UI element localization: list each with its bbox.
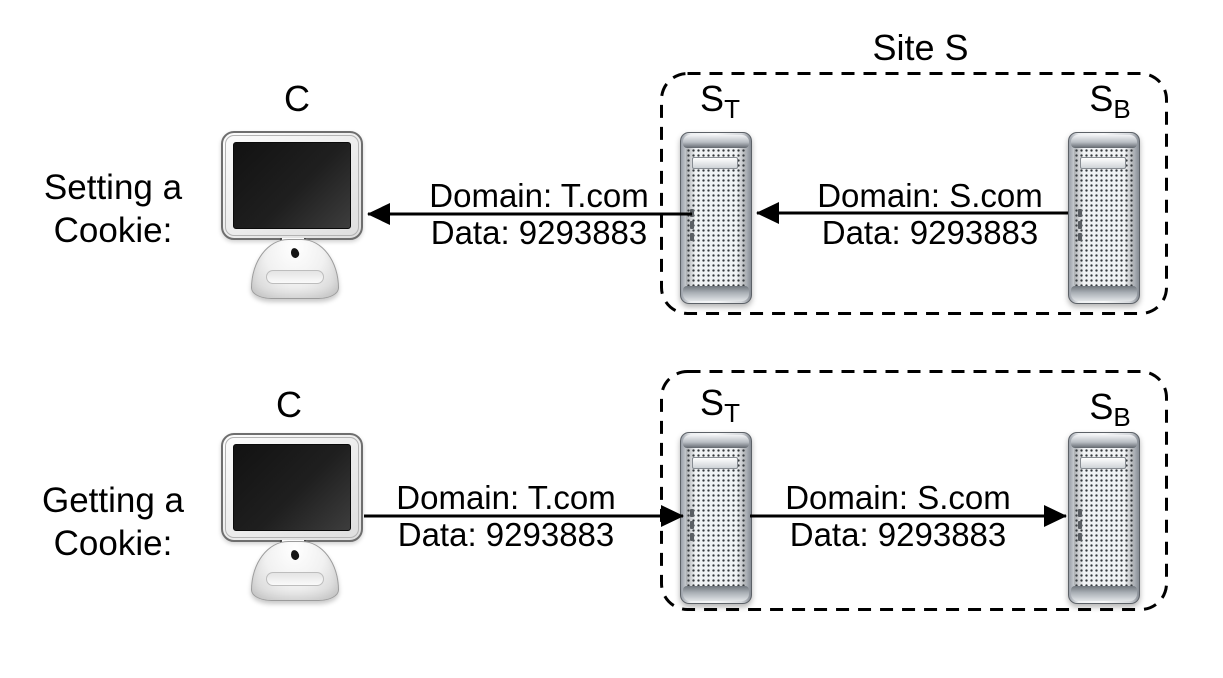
- server-bottom-foot: [1071, 586, 1137, 601]
- server-drive-slot: [1080, 457, 1126, 469]
- apple-logo-icon: [289, 247, 301, 259]
- row-label-line2: Cookie:: [53, 524, 173, 563]
- drive-slot: [266, 270, 324, 284]
- message-domain: Domain: T.com: [429, 177, 649, 214]
- server-drive-slot: [1080, 157, 1126, 169]
- message-client-to-st: Domain: T.com Data: 9293883: [376, 479, 636, 553]
- server-top-handle: [1071, 435, 1137, 448]
- server-bottom-foot: [683, 286, 749, 301]
- client-computer-icon: [221, 129, 367, 301]
- server-t-label: ST: [700, 382, 740, 428]
- message-st-to-sb: Domain: S.com Data: 9293883: [768, 479, 1028, 553]
- server-t-tower-icon: [680, 132, 752, 304]
- message-domain: Domain: T.com: [396, 479, 616, 516]
- server-bottom-foot: [1071, 286, 1137, 301]
- client-computer-icon: [221, 431, 367, 603]
- server-drive-slot: [692, 457, 738, 469]
- server-t-label: ST: [700, 78, 740, 124]
- message-data: Data: 9293883: [821, 214, 1039, 251]
- message-st-to-client: Domain: T.com Data: 9293883: [409, 177, 669, 251]
- server-top-handle: [1071, 135, 1137, 148]
- row-label-getting: Getting a Cookie:: [18, 479, 208, 565]
- server-b-tower-icon: [1068, 432, 1140, 604]
- server-bottom-foot: [683, 586, 749, 601]
- message-domain: Domain: S.com: [817, 177, 1043, 214]
- monitor-bezel: [225, 135, 359, 236]
- monitor-frame: [221, 433, 363, 542]
- message-data: Data: 9293883: [430, 214, 648, 251]
- screen: [233, 142, 351, 229]
- monitor-bezel: [225, 437, 359, 538]
- row-label-setting: Setting a Cookie:: [18, 166, 208, 252]
- apple-logo-icon: [289, 549, 301, 561]
- message-data: Data: 9293883: [397, 516, 615, 553]
- server-b-tower-icon: [1068, 132, 1140, 304]
- row-label-line1: Getting a: [41, 481, 185, 520]
- client-label: C: [276, 384, 302, 425]
- monitor-frame: [221, 131, 363, 240]
- server-t-tower-icon: [680, 432, 752, 604]
- server-ports: [1078, 209, 1083, 245]
- server-drive-slot: [692, 157, 738, 169]
- client-label: C: [284, 78, 310, 119]
- screen: [233, 444, 351, 531]
- message-domain: Domain: S.com: [785, 479, 1011, 516]
- message-sb-to-st: Domain: S.com Data: 9293883: [800, 177, 1060, 251]
- site-s-title: Site S: [872, 27, 969, 68]
- server-top-handle: [683, 435, 749, 448]
- drive-slot: [266, 572, 324, 586]
- server-b-label: SB: [1089, 386, 1131, 432]
- row-label-line2: Cookie:: [53, 211, 173, 250]
- computer-base: [251, 239, 339, 299]
- server-b-label: SB: [1089, 78, 1131, 124]
- message-data: Data: 9293883: [789, 516, 1007, 553]
- computer-base: [251, 541, 339, 601]
- server-top-handle: [683, 135, 749, 148]
- server-ports: [1078, 509, 1083, 545]
- row-label-line1: Setting a: [43, 168, 183, 207]
- server-ports: [690, 209, 695, 245]
- server-ports: [690, 509, 695, 545]
